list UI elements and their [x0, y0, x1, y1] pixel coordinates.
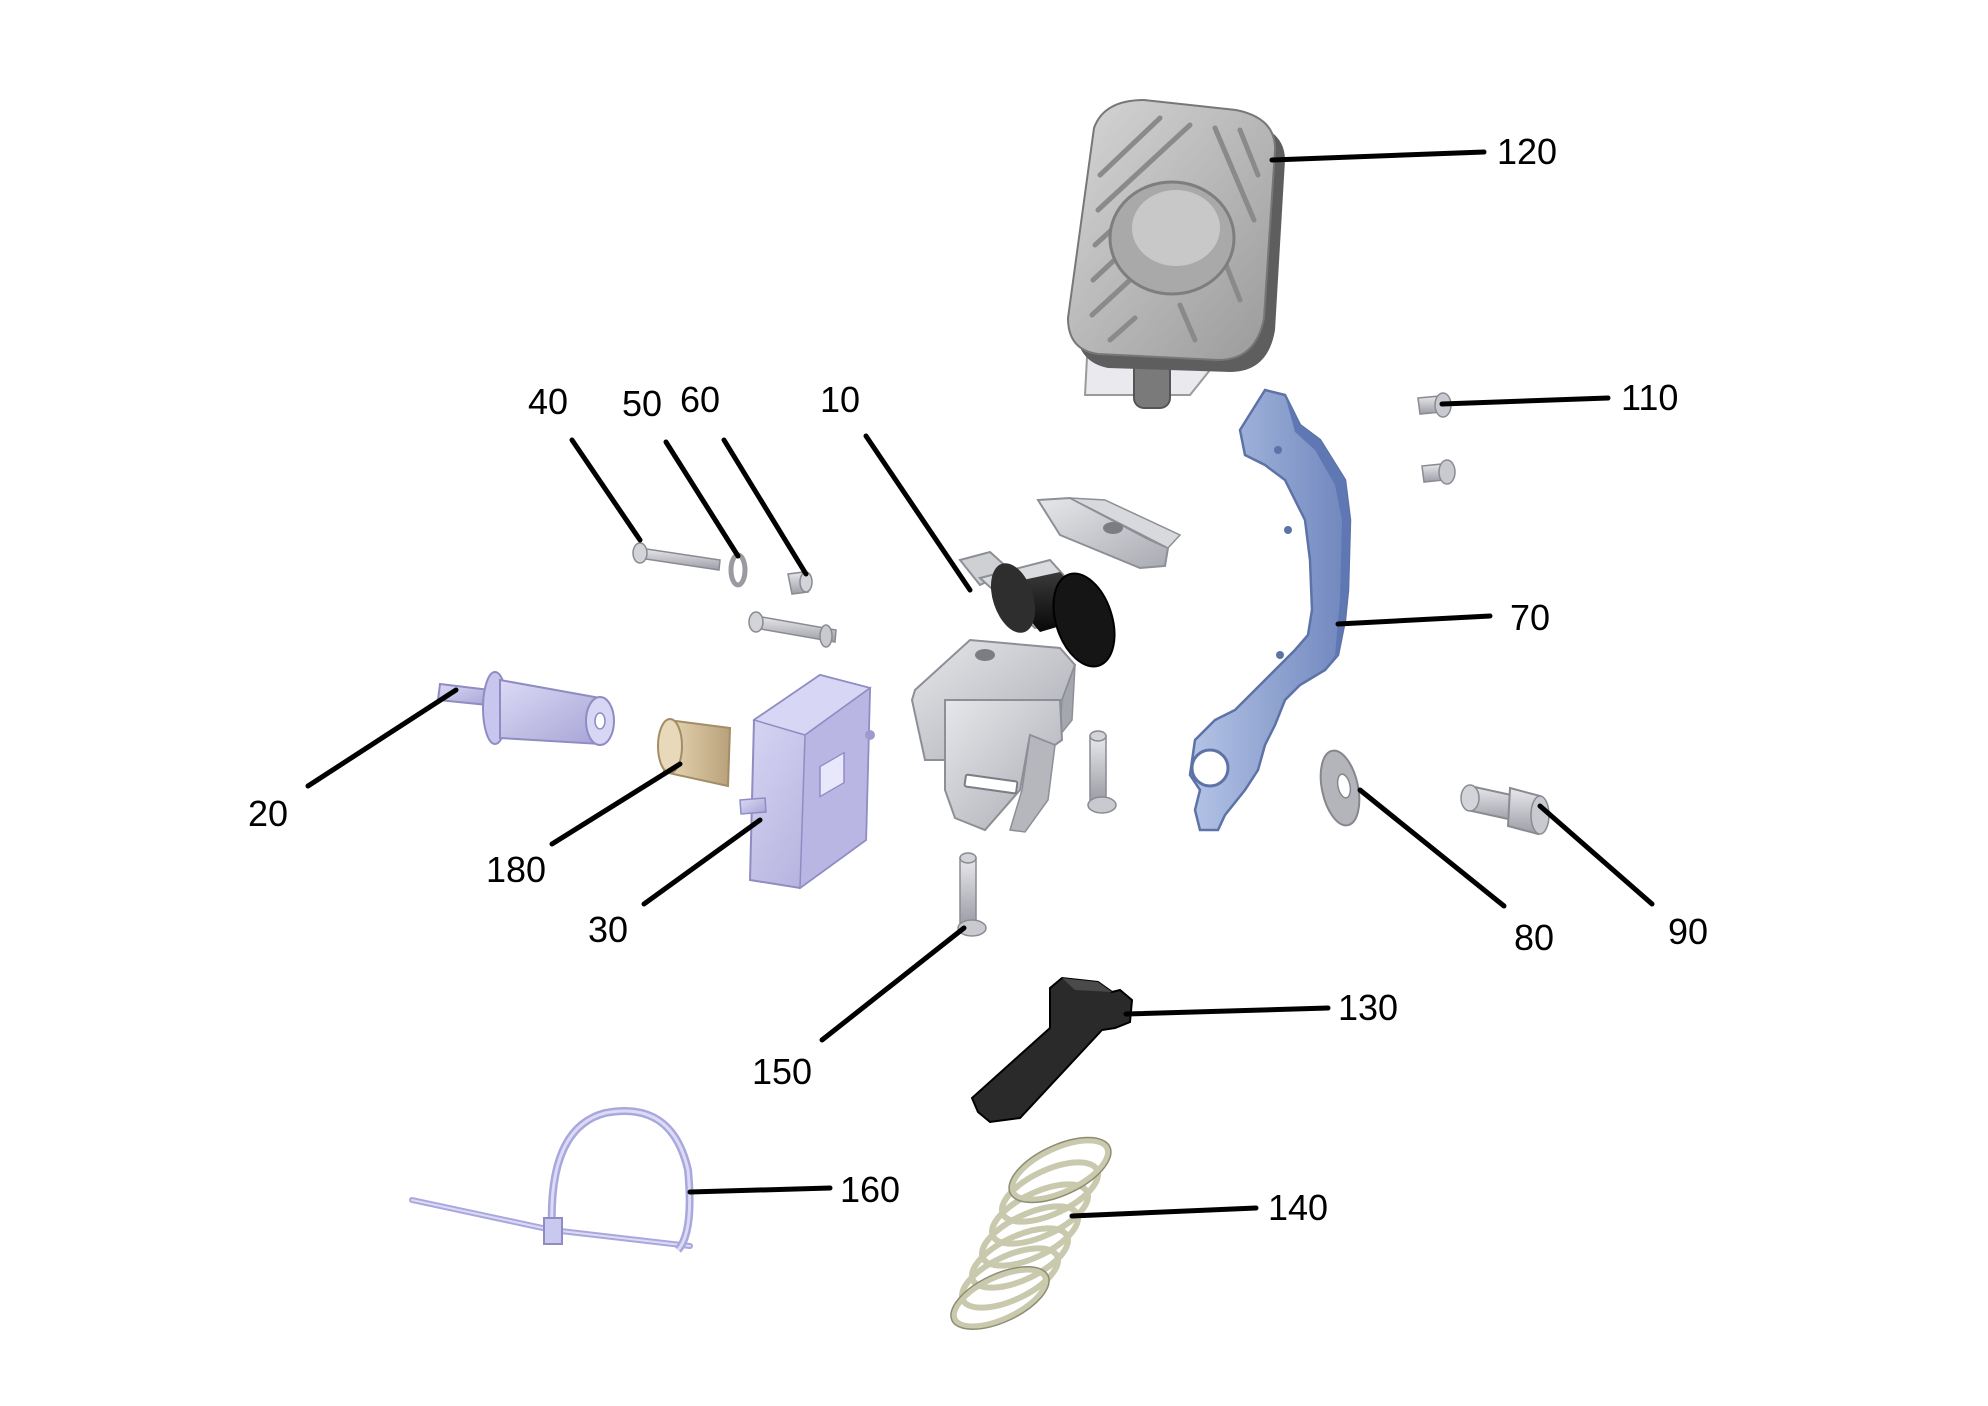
part-label-40: 40: [528, 381, 568, 422]
short-bolt-icon: [748, 611, 837, 648]
leader-160: [687, 1185, 833, 1195]
bracket-assembly-icon: [910, 496, 1182, 833]
leader-130: [1123, 1005, 1331, 1017]
leader-90: [1537, 803, 1655, 907]
leader-60: [721, 437, 809, 577]
pin-icon-secondary: [1087, 730, 1117, 814]
leader-120: [1269, 149, 1487, 163]
leader-70: [1335, 613, 1493, 627]
shoulder-bolt-icon: [1460, 784, 1550, 836]
pedal-pad-icon: [1066, 98, 1285, 409]
leader-80: [1357, 787, 1507, 909]
leader-20: [305, 687, 459, 789]
leader-10: [863, 433, 973, 593]
sleeve-icon: [657, 718, 732, 788]
cable-tie-icon: [409, 1106, 694, 1253]
nut-icon: [787, 571, 813, 595]
large-washer-icon: [1319, 749, 1361, 827]
part-label-70: 70: [1510, 597, 1550, 638]
leader-140: [1069, 1205, 1259, 1219]
part-label-90: 90: [1668, 911, 1708, 952]
leader-110: [1439, 395, 1611, 407]
black-lever-icon: [970, 976, 1134, 1124]
part-label-140: 140: [1268, 1187, 1328, 1228]
part-label-20: 20: [248, 793, 288, 834]
part-label-80: 80: [1514, 917, 1554, 958]
leader-30: [641, 817, 763, 907]
part-label-120: 120: [1497, 131, 1557, 172]
part-label-60: 60: [680, 379, 720, 420]
housing-block-icon: [739, 673, 875, 890]
part-label-30: 30: [588, 909, 628, 950]
part-label-150: 150: [752, 1051, 812, 1092]
washer-icon: [728, 552, 748, 588]
part-label-160: 160: [840, 1169, 900, 1210]
pin-icon: [957, 852, 987, 937]
part-label-10: 10: [820, 379, 860, 420]
part-labels: 120 110 40 50 60 10 70 20 180 30 80 90 1…: [248, 131, 1708, 1228]
screw-pair-icon: [1417, 392, 1456, 485]
leader-180: [549, 761, 683, 847]
shaft-icon: [436, 671, 615, 746]
part-label-110: 110: [1621, 377, 1678, 418]
leader-150: [819, 925, 967, 1043]
long-bolt-icon: [632, 542, 721, 571]
lever-arm-icon: [1188, 388, 1352, 832]
leader-lines: [305, 149, 1655, 1219]
leader-50: [663, 439, 741, 559]
part-label-180: 180: [486, 849, 546, 890]
part-label-130: 130: [1338, 987, 1398, 1028]
leader-40: [569, 437, 643, 543]
coil-spring-outline: [950, 1136, 1112, 1330]
coil-spring-icon: [950, 1137, 1112, 1330]
part-label-50: 50: [622, 383, 662, 424]
